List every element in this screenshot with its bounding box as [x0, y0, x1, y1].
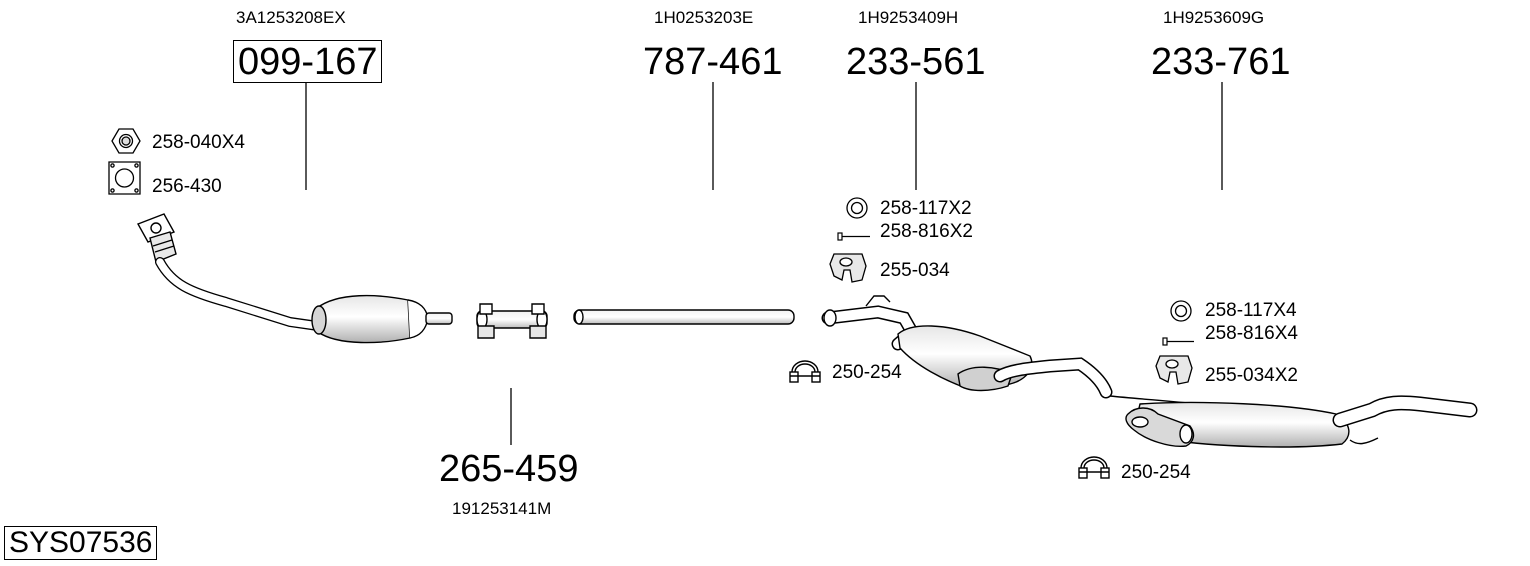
accessory-label: 258-816X2 [880, 221, 973, 242]
leader-lines [305, 82, 1223, 445]
ring-icon [1170, 300, 1192, 322]
rear-silencer [1109, 395, 1478, 448]
clamp-icon [1078, 456, 1110, 479]
part-number: 233-761 [1151, 41, 1291, 83]
ring-icon [846, 197, 868, 219]
accessory-label: 258-117X2 [880, 198, 972, 219]
accessory-label: 258-117X4 [1205, 300, 1297, 321]
part-number: 265-459 [439, 448, 579, 490]
oem-number: 1H0253203E [654, 8, 754, 27]
accessory-label: 255-034 [880, 260, 950, 281]
clamp-icon [789, 360, 821, 383]
bolt-icon [1162, 337, 1194, 346]
connector-sleeve [476, 303, 548, 339]
system-code: SYS07536 [4, 526, 158, 560]
part-number: 233-561 [846, 41, 986, 83]
intermediate-pipe [573, 309, 795, 325]
accessory-label: 256-430 [152, 176, 222, 197]
oem-number: 1H9253609G [1163, 8, 1265, 27]
accessory-label: 255-034X2 [1205, 365, 1298, 386]
gasket-icon [108, 161, 141, 195]
part-number: 099-167 [233, 40, 383, 83]
oem-number: 1H9253409H [858, 8, 959, 27]
hex-nut-icon [111, 128, 141, 154]
accessory-label: 250-254 [1121, 462, 1191, 483]
accessory-label: 258-816X4 [1205, 323, 1298, 344]
part-number: 787-461 [643, 41, 783, 83]
bolt-icon [837, 232, 870, 241]
oem-number: 191253141M [452, 499, 552, 518]
front-pipe-catalytic-converter [136, 213, 453, 344]
middle-silencer [821, 295, 1113, 399]
oem-number: 3A1253208EX [236, 8, 346, 27]
accessory-label: 258-040X4 [152, 132, 245, 153]
hanger-icon [829, 253, 867, 283]
accessory-label: 250-254 [832, 362, 902, 383]
hanger-icon [1155, 355, 1193, 385]
